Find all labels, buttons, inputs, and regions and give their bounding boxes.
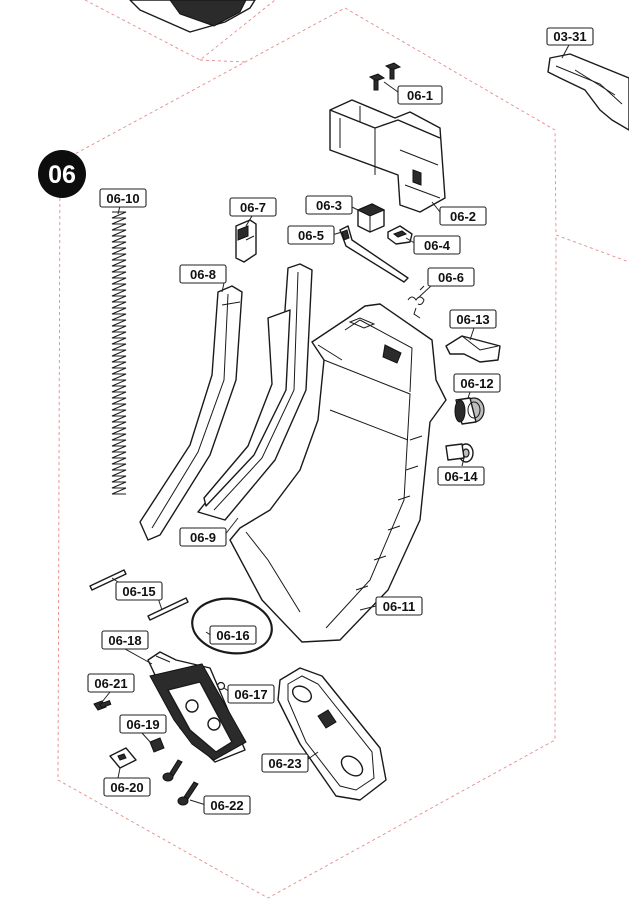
label-06-9[interactable]: 06-9 [179, 527, 227, 547]
part-06-12-valve[interactable] [454, 397, 485, 425]
svg-text:06-2: 06-2 [450, 209, 476, 224]
part-06-11-magazine-body[interactable] [229, 303, 447, 643]
label-06-3[interactable]: 06-3 [305, 195, 353, 215]
part-06-8-shell[interactable] [139, 285, 243, 541]
label-06-21[interactable]: 06-21 [87, 673, 135, 693]
label-06-23[interactable]: 06-23 [261, 753, 309, 773]
label-06-20[interactable]: 06-20 [103, 777, 151, 797]
svg-text:06-1: 06-1 [407, 88, 433, 103]
part-06-10-spring[interactable] [111, 211, 127, 495]
svg-text:06-17: 06-17 [234, 687, 267, 702]
label-06-17[interactable]: 06-17 [227, 684, 275, 704]
section-number: 06 [48, 161, 76, 189]
svg-text:06-18: 06-18 [108, 633, 141, 648]
part-06-19-set-screw[interactable] [149, 737, 165, 753]
svg-text:06-12: 06-12 [460, 376, 493, 391]
part-06-22-screws[interactable] [162, 759, 199, 806]
part-06-15-pins[interactable] [89, 569, 189, 621]
part-06-2-housing[interactable] [329, 99, 446, 213]
svg-text:06-23: 06-23 [268, 756, 301, 771]
part-06-9-shell[interactable] [197, 263, 313, 521]
label-06-16[interactable]: 06-16 [209, 625, 257, 645]
part-06-18-insert[interactable] [147, 651, 247, 763]
svg-text:06-16: 06-16 [216, 628, 249, 643]
label-06-1[interactable]: 06-1 [397, 85, 443, 105]
svg-text:03-31: 03-31 [553, 29, 586, 44]
section-badge: 06 [38, 150, 86, 198]
svg-text:06-13: 06-13 [456, 312, 489, 327]
svg-text:06-4: 06-4 [424, 238, 451, 253]
label-06-4[interactable]: 06-4 [413, 235, 461, 255]
part-06-6-spring[interactable] [407, 285, 425, 319]
part-06-1-screws[interactable] [368, 62, 402, 91]
label-06-11[interactable]: 06-11 [375, 596, 423, 616]
part-06-16-o-ring[interactable] [189, 594, 276, 659]
svg-text:06-9: 06-9 [190, 530, 216, 545]
previous-section-part [129, 0, 256, 33]
label-06-10[interactable]: 06-10 [99, 188, 147, 208]
section-borders [57, 0, 629, 899]
label-06-15[interactable]: 06-15 [115, 581, 163, 601]
label-06-7[interactable]: 06-7 [229, 197, 277, 217]
svg-text:06-19: 06-19 [126, 717, 159, 732]
label-03-31: 03-31 [546, 27, 594, 46]
part-06-21-screw[interactable] [93, 699, 112, 711]
part-06-3-block[interactable] [356, 203, 386, 233]
svg-text:06-6: 06-6 [438, 270, 464, 285]
part-06-5-lever[interactable] [339, 225, 409, 283]
part-06-4-latch[interactable] [387, 225, 413, 245]
label-06-18[interactable]: 06-18 [101, 630, 149, 650]
svg-text:06-20: 06-20 [110, 780, 143, 795]
part-06-20-nut[interactable] [109, 747, 137, 769]
svg-text:06-22: 06-22 [210, 798, 243, 813]
svg-text:06-8: 06-8 [190, 267, 216, 282]
part-06-7-follower[interactable] [235, 219, 257, 263]
leader-lines [101, 42, 571, 806]
part-06-23-baseplate[interactable] [277, 667, 387, 801]
svg-text:06-10: 06-10 [106, 191, 139, 206]
label-06-2[interactable]: 06-2 [439, 206, 487, 226]
svg-text:06-5: 06-5 [298, 228, 324, 243]
svg-text:06-11: 06-11 [383, 599, 416, 614]
label-06-19[interactable]: 06-19 [119, 714, 167, 734]
svg-text:06-7: 06-7 [240, 200, 266, 215]
cross-ref-part [547, 53, 629, 131]
label-06-12[interactable]: 06-12 [453, 373, 501, 393]
part-06-13-plate[interactable] [445, 335, 501, 363]
svg-text:06-15: 06-15 [122, 584, 155, 599]
label-06-14[interactable]: 06-14 [437, 466, 485, 486]
svg-text:06-3: 06-3 [316, 198, 342, 213]
part-06-14-valve-screw[interactable] [445, 443, 474, 463]
label-06-13[interactable]: 06-13 [449, 309, 497, 329]
label-06-6[interactable]: 06-6 [427, 267, 475, 287]
svg-text:06-14: 06-14 [444, 469, 478, 484]
svg-text:06-21: 06-21 [94, 676, 127, 691]
label-06-22[interactable]: 06-22 [203, 795, 251, 815]
label-06-5[interactable]: 06-5 [287, 225, 335, 245]
label-06-8[interactable]: 06-8 [179, 264, 227, 284]
